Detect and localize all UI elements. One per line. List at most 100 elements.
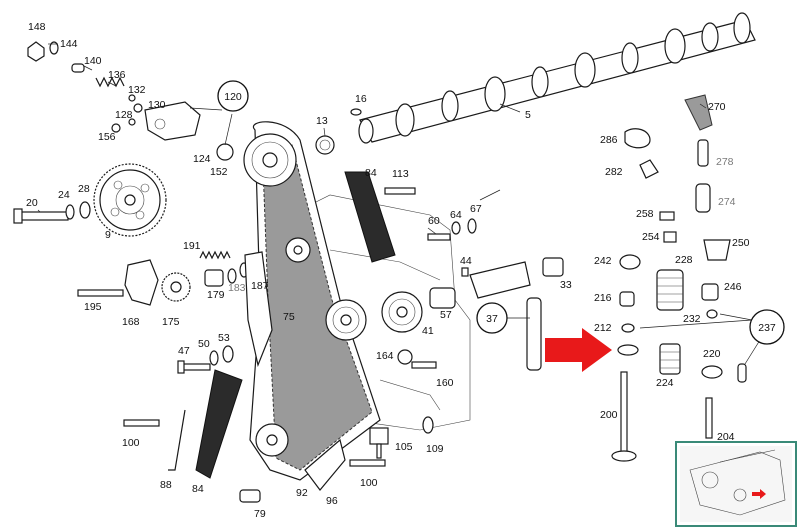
part-278	[697, 139, 709, 167]
valve-200	[611, 371, 637, 462]
label-96: 96	[326, 495, 338, 507]
washer-highlighted	[617, 344, 639, 356]
retainer-242	[619, 254, 641, 270]
washer-24	[65, 204, 75, 220]
part-128	[128, 118, 136, 126]
bolt-100-right	[349, 459, 386, 467]
seal-212	[621, 323, 635, 333]
callout-120: 120	[189, 80, 249, 146]
label-57: 57	[440, 309, 452, 321]
label-13: 13	[316, 115, 328, 127]
pin-140	[71, 63, 85, 73]
part-232	[706, 309, 718, 319]
label-258: 258	[636, 208, 654, 220]
sleeve-33	[542, 257, 564, 277]
tensioner-rail-75	[244, 251, 273, 368]
guide-rail-84-upper	[344, 171, 396, 263]
label-220: 220	[703, 348, 721, 360]
callout-237: 237	[639, 309, 785, 365]
label-50: 50	[198, 338, 210, 350]
highlight-arrow	[545, 328, 612, 372]
washer-50	[209, 350, 219, 366]
clip-286	[624, 128, 651, 149]
label-191: 191	[183, 240, 201, 252]
cam-sprocket	[243, 133, 297, 187]
bolt-160	[411, 361, 437, 369]
label-33: 33	[560, 279, 572, 291]
label-144: 144	[60, 38, 78, 50]
label-47: 47	[178, 345, 190, 357]
label-92: 92	[296, 487, 308, 499]
label-278: 278	[716, 156, 734, 168]
label-179: 179	[207, 289, 225, 301]
hook-88	[168, 409, 186, 471]
part-258	[659, 211, 675, 221]
svg-text:237: 237	[758, 322, 776, 334]
label-156: 156	[98, 131, 116, 143]
label-53: 53	[218, 332, 230, 344]
label-183: 183	[228, 282, 246, 294]
label-224: 224	[656, 377, 674, 389]
leader-lines	[37, 43, 707, 235]
overview-inset	[675, 441, 797, 527]
pin-44	[461, 267, 469, 277]
spring-191	[199, 250, 231, 260]
label-195: 195	[84, 301, 102, 313]
label-64: 64	[450, 209, 462, 221]
retainer-216	[619, 291, 635, 307]
label-84-lower: 84	[192, 483, 204, 495]
label-232: 232	[683, 313, 701, 325]
part-132	[128, 94, 136, 102]
pin-237	[737, 363, 747, 383]
bracket-168	[124, 259, 159, 306]
idler-sprocket-upper	[285, 237, 311, 263]
tensioner-housing	[144, 101, 201, 141]
label-152: 152	[210, 166, 228, 178]
label-132: 132	[128, 84, 146, 96]
label-9: 9	[105, 229, 111, 241]
washer-28	[79, 201, 91, 219]
label-84-upper: 84	[365, 167, 377, 179]
label-28: 28	[78, 183, 90, 195]
label-286: 286	[600, 134, 618, 146]
label-250: 250	[732, 237, 750, 249]
seal-164	[397, 349, 413, 365]
washer-144	[49, 41, 59, 55]
part-274	[695, 183, 711, 213]
label-124: 124	[193, 153, 211, 165]
label-228: 228	[675, 254, 693, 266]
label-20: 20	[26, 197, 38, 209]
camshaft	[358, 12, 756, 144]
label-148: 148	[28, 21, 46, 33]
shaft-195	[77, 289, 124, 297]
svg-text:37: 37	[486, 313, 498, 325]
label-254: 254	[642, 231, 660, 243]
label-270: 270	[708, 101, 726, 113]
label-200: 200	[600, 409, 618, 421]
cap-250	[703, 239, 731, 261]
label-140: 140	[84, 55, 102, 67]
label-216: 216	[594, 292, 612, 304]
label-41: 41	[422, 325, 434, 337]
label-100-left: 100	[122, 437, 140, 449]
part-labels: 148 144 140 136 132 130 128 156 124 152 …	[26, 21, 750, 520]
label-204: 204	[717, 431, 735, 443]
ring-109	[422, 416, 434, 434]
spring-228	[656, 269, 684, 311]
seal-152	[216, 143, 234, 161]
label-128: 128	[115, 109, 133, 121]
bolt-113	[384, 187, 416, 195]
label-274: 274	[718, 196, 736, 208]
washer-67	[467, 218, 477, 234]
label-160: 160	[436, 377, 454, 389]
bolt-47	[177, 360, 211, 374]
label-24: 24	[58, 189, 70, 201]
label-79: 79	[254, 508, 266, 520]
label-242: 242	[594, 255, 612, 267]
rocker-270	[684, 94, 713, 131]
label-88: 88	[160, 479, 172, 491]
washer-64	[451, 221, 461, 235]
label-16: 16	[355, 93, 367, 105]
label-130: 130	[148, 99, 166, 111]
label-136: 136	[108, 69, 126, 81]
